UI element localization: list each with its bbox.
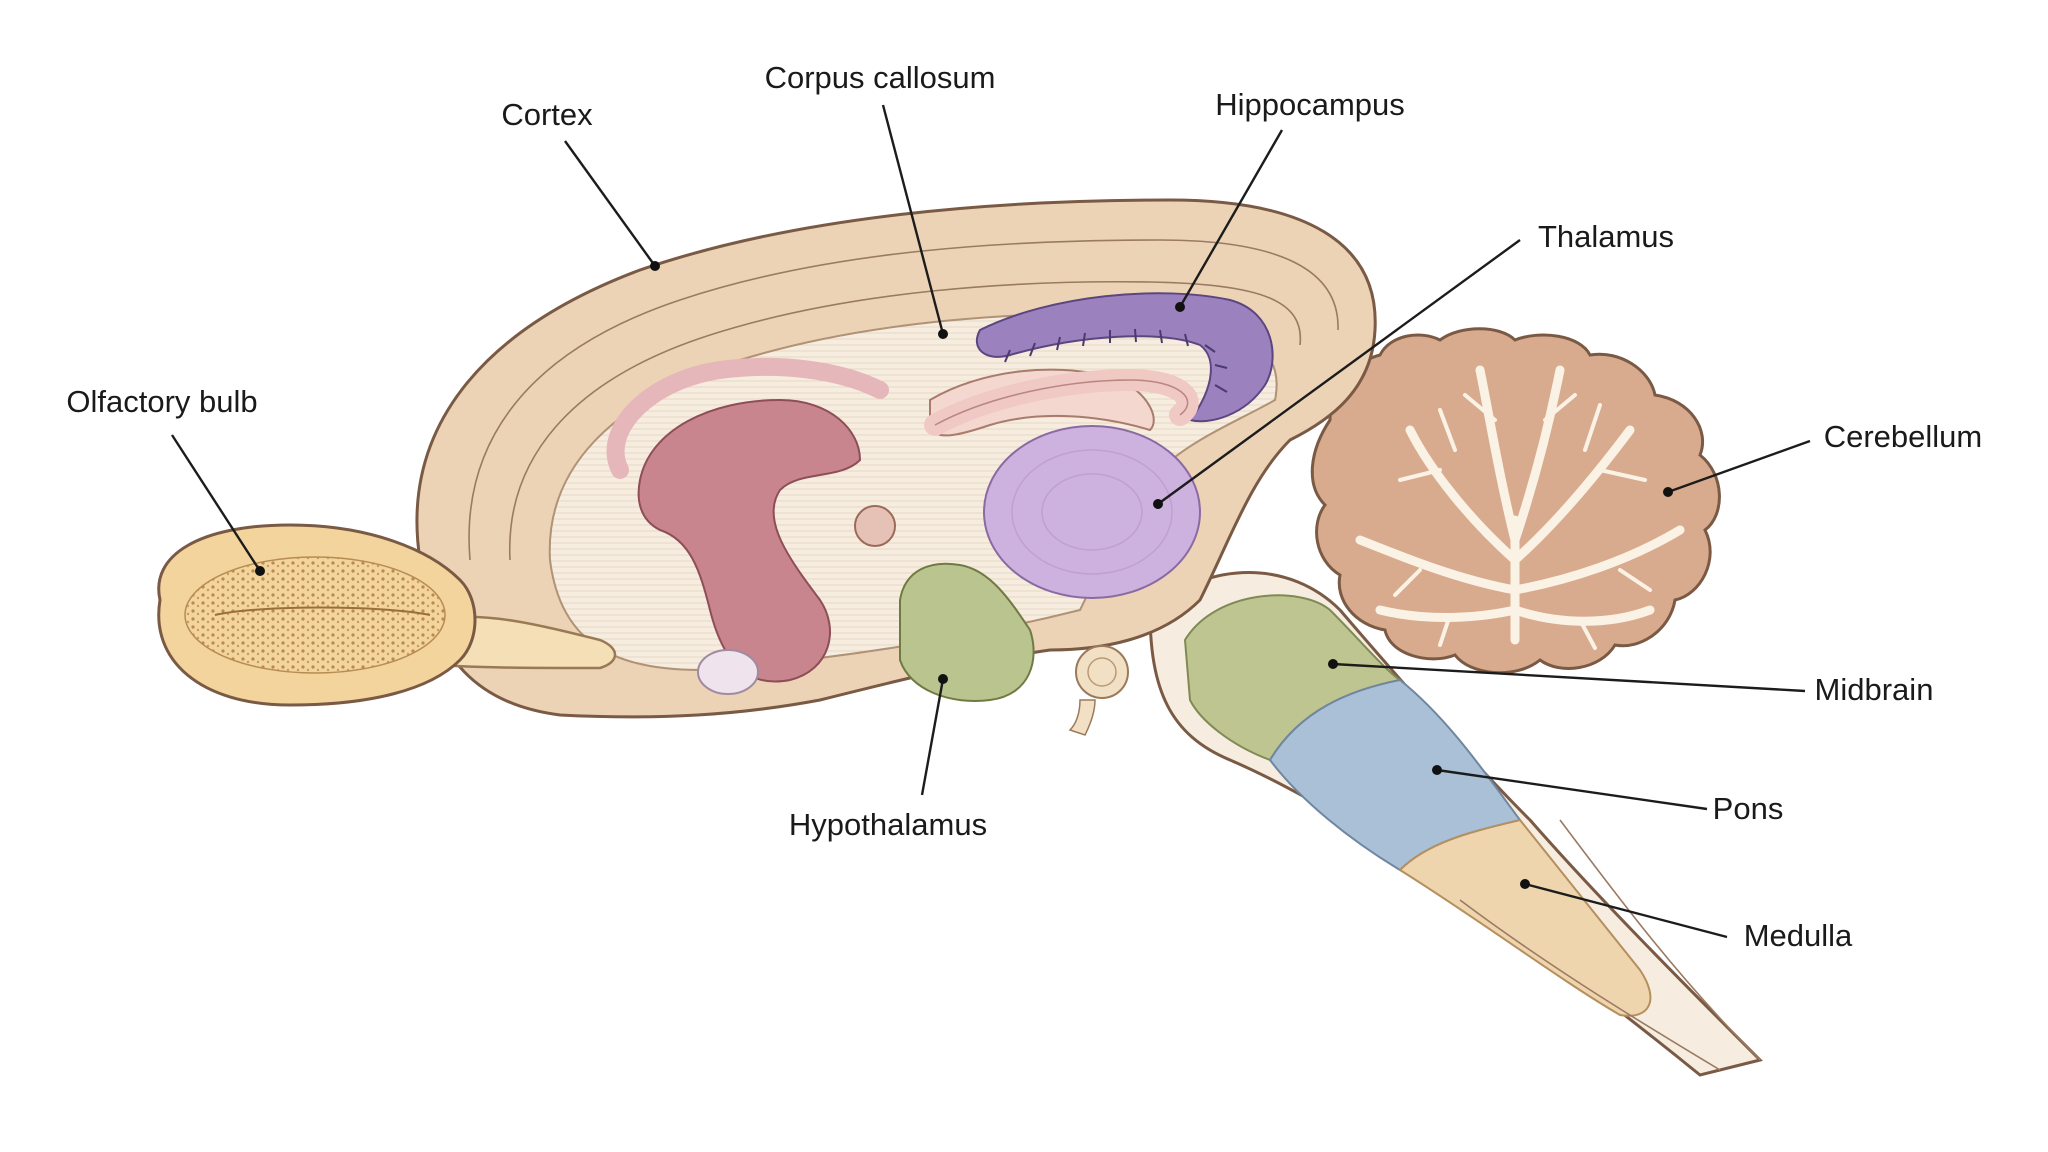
dot-corpus-callosum bbox=[938, 329, 948, 339]
olfactory-bulb bbox=[157, 523, 617, 707]
hypothalamus-region bbox=[899, 562, 1035, 702]
dot-hypothalamus bbox=[938, 674, 948, 684]
leader-midbrain bbox=[1332, 662, 1806, 693]
leader-olfactory-bulb bbox=[170, 434, 262, 572]
striatum-region bbox=[637, 398, 862, 683]
small-nucleus bbox=[854, 505, 896, 547]
dot-pons bbox=[1432, 765, 1442, 775]
dot-midbrain bbox=[1328, 659, 1338, 669]
cerebellum-outline bbox=[1310, 327, 1721, 675]
label-hippocampus: Hippocampus bbox=[1215, 87, 1405, 122]
label-pons: Pons bbox=[1713, 791, 1784, 826]
dot-medulla bbox=[1520, 879, 1530, 889]
olfactory-stalk bbox=[438, 615, 617, 670]
brainstem bbox=[1148, 571, 1763, 1077]
labels: Cortex Corpus callosum Hippocampus Thala… bbox=[66, 60, 1982, 953]
leader-corpus-callosum bbox=[881, 104, 945, 335]
label-cortex: Cortex bbox=[501, 97, 593, 132]
dot-cerebellum bbox=[1663, 487, 1673, 497]
cerebrum bbox=[415, 198, 1377, 736]
label-midbrain: Midbrain bbox=[1815, 672, 1934, 707]
medulla-region bbox=[1398, 818, 1652, 1017]
leader-cerebellum bbox=[1667, 439, 1811, 494]
label-olfactory-bulb: Olfactory bulb bbox=[66, 384, 257, 419]
optic-chiasm bbox=[697, 649, 759, 695]
leader-hypothalamus bbox=[920, 678, 945, 796]
leader-medulla bbox=[1524, 882, 1728, 939]
dot-olfactory-bulb bbox=[255, 566, 265, 576]
dot-cortex bbox=[650, 261, 660, 271]
dot-hippocampus bbox=[1175, 302, 1185, 312]
label-hypothalamus: Hypothalamus bbox=[789, 807, 987, 842]
pituitary bbox=[1075, 645, 1129, 699]
dot-thalamus bbox=[1153, 499, 1163, 509]
cerebellum bbox=[1310, 327, 1721, 675]
leader-thalamus bbox=[1157, 239, 1521, 505]
thalamus-region bbox=[983, 425, 1201, 599]
hippocampus-region bbox=[975, 292, 1274, 423]
label-thalamus: Thalamus bbox=[1538, 219, 1674, 254]
leader-lines bbox=[170, 104, 1811, 939]
label-cerebellum: Cerebellum bbox=[1824, 419, 1983, 454]
leader-pons bbox=[1436, 768, 1708, 811]
leader-hippocampus bbox=[1178, 129, 1284, 308]
leader-cortex bbox=[564, 140, 656, 267]
label-medulla: Medulla bbox=[1744, 918, 1853, 953]
label-corpus-callosum: Corpus callosum bbox=[765, 60, 996, 95]
